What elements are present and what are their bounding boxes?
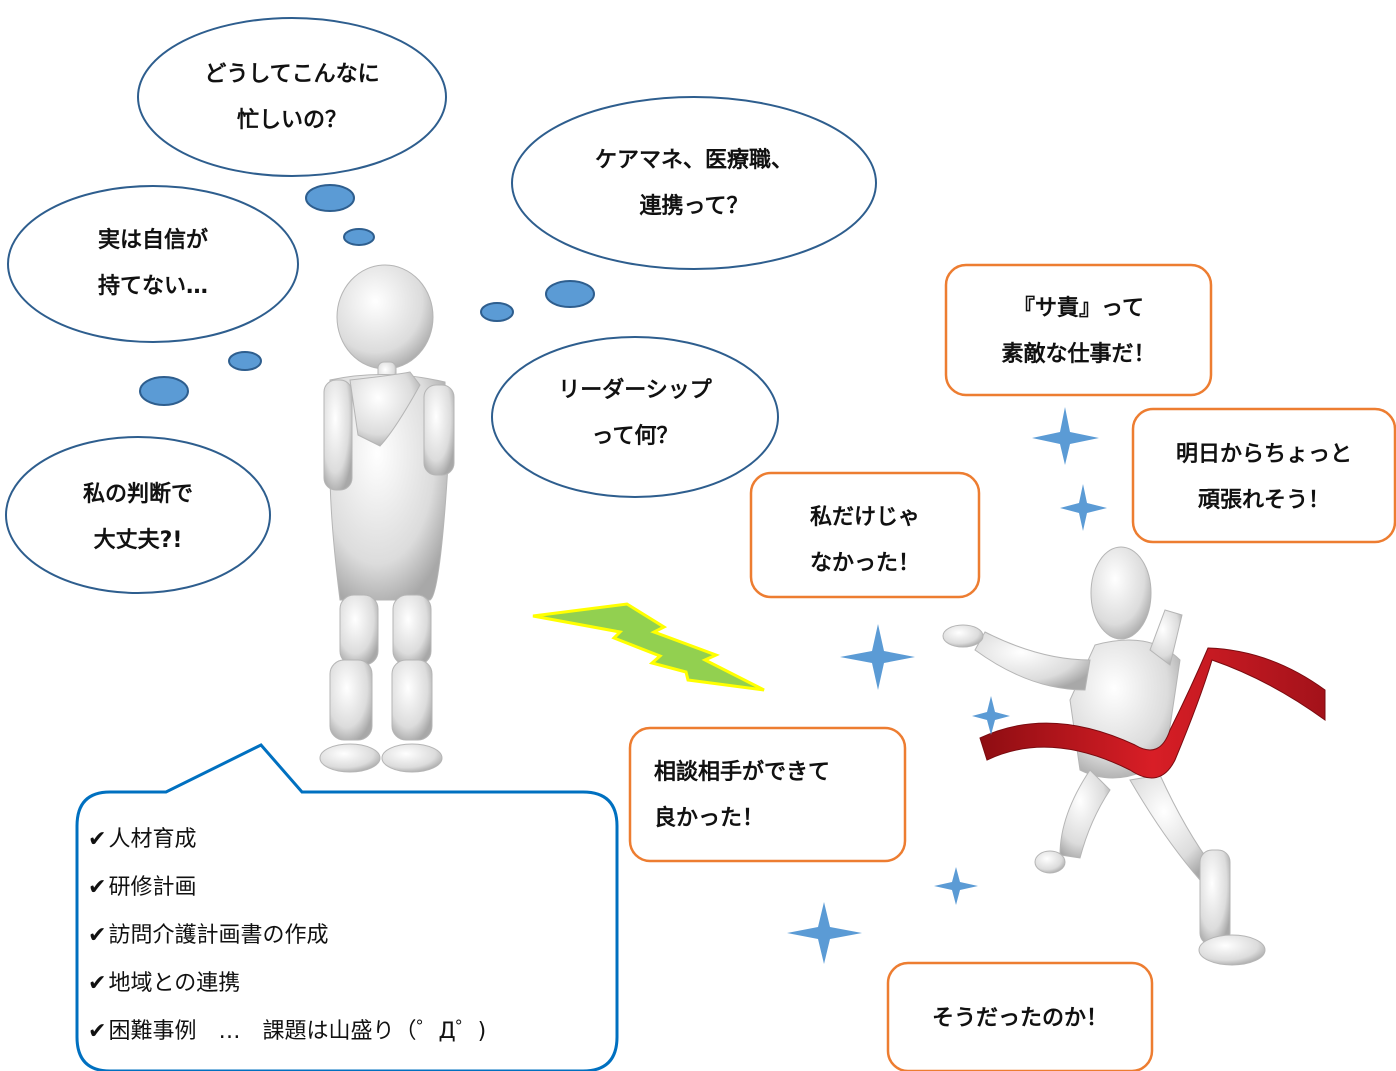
speech-text-1: 『サ責』って 素敵な仕事だ！ <box>966 286 1191 378</box>
speech-line: なかった！ <box>809 551 920 576</box>
thought-dots <box>139 184 595 406</box>
thought-text-1: どうしてこんなに 忙しいの？ <box>192 52 392 144</box>
speech-line: そうだったのか！ <box>931 1006 1108 1031</box>
list-item-label: 訪問介護計画書の作成 <box>108 923 329 948</box>
speech-line: 私だけじゃ <box>809 505 920 530</box>
sparkle-star-icon <box>1032 407 1099 465</box>
speech-line: 相談相手ができて <box>654 760 831 785</box>
thought-line: って何？ <box>591 424 679 449</box>
speech-line: 明日からちょっと <box>1175 442 1352 467</box>
list-item: ✔困難事例 … 課題は山盛り（゜Д゜) <box>88 1008 486 1056</box>
thought-line: 連携って？ <box>639 194 749 219</box>
thought-line: 私の判断で <box>82 482 193 507</box>
list-item: ✔地域との連携 <box>88 960 486 1008</box>
thought-dot <box>228 351 262 371</box>
sparkle-star-icon <box>934 867 978 905</box>
thought-line: 実は自信が <box>97 228 208 253</box>
sparkle-star-icon <box>840 624 915 690</box>
thought-text-3: 実は自信が 持てない… <box>73 218 233 310</box>
task-list: ✔人材育成 ✔研修計画 ✔訪問介護計画書の作成 ✔地域との連携 ✔困難事例 … … <box>88 816 486 1056</box>
thought-line: ケアマネ、医療職、 <box>594 148 793 173</box>
speech-text-5: そうだったのか！ <box>906 996 1134 1042</box>
check-mark-icon: ✔ <box>88 1019 107 1044</box>
speech-text-4: 相談相手ができて 良かった！ <box>654 750 894 842</box>
thought-dot <box>305 184 355 212</box>
running-figure-icon <box>942 546 1266 966</box>
thought-dot <box>480 302 514 322</box>
thought-line: 忙しいの？ <box>236 108 347 133</box>
thought-line: 持てない… <box>97 274 208 299</box>
list-item-label: 地域との連携 <box>108 971 241 996</box>
speech-box-5 <box>886 961 1154 1071</box>
speech-text-3: 私だけじゃ なかった！ <box>767 495 963 587</box>
thinking-figure-icon <box>319 264 455 773</box>
thought-bubble-2 <box>511 96 877 270</box>
thought-dot <box>545 280 595 308</box>
list-item: ✔訪問介護計画書の作成 <box>88 912 486 960</box>
list-item-label: 困難事例 … 課題は山盛り（゜Д゜) <box>108 1019 487 1044</box>
speech-line: 『サ責』って <box>1013 296 1144 321</box>
lightning-bolt-icon <box>532 602 765 692</box>
speech-line: 頑張れそう！ <box>1197 488 1330 513</box>
sparkle-star-icon <box>787 902 862 964</box>
thought-line: リーダーシップ <box>558 378 712 403</box>
list-item-label: 人材育成 <box>108 827 197 852</box>
sparkle-star-icon <box>972 696 1010 735</box>
sparkles <box>787 407 1107 964</box>
speech-box-4 <box>628 726 907 863</box>
finish-ribbon-icon <box>979 647 1326 779</box>
speech-line: 素敵な仕事だ！ <box>1001 342 1156 367</box>
check-mark-icon: ✔ <box>88 971 107 996</box>
thought-bubble-1 <box>137 17 447 177</box>
thought-line: どうしてこんなに <box>204 62 380 87</box>
thought-bubbles <box>5 17 877 594</box>
thought-text-5: 私の判断で 大丈夫?! <box>58 472 218 564</box>
list-item: ✔研修計画 <box>88 864 486 912</box>
thought-bubble-3 <box>7 185 299 343</box>
sparkle-star-icon <box>1060 484 1107 531</box>
speech-line: 良かった！ <box>654 806 765 831</box>
thought-bubble-5 <box>5 436 271 594</box>
list-item: ✔人材育成 <box>88 816 486 864</box>
check-mark-icon: ✔ <box>88 875 107 900</box>
speech-text-2: 明日からちょっと 頑張れそう！ <box>1150 432 1378 524</box>
speech-boxes <box>628 263 1396 1071</box>
speech-box-3 <box>749 471 981 599</box>
thought-dot <box>139 376 189 406</box>
thought-text-4: リーダーシップ って何？ <box>540 368 730 460</box>
thought-line: 大丈夫?! <box>93 528 183 553</box>
speech-box-2 <box>1131 407 1396 544</box>
list-item-label: 研修計画 <box>108 875 197 900</box>
thought-bubble-4 <box>491 336 779 498</box>
check-mark-icon: ✔ <box>88 923 107 948</box>
thought-dot <box>343 228 375 246</box>
thought-text-2: ケアマネ、医療職、 連携って？ <box>574 138 814 230</box>
speech-box-1 <box>944 263 1213 397</box>
check-mark-icon: ✔ <box>88 827 107 852</box>
